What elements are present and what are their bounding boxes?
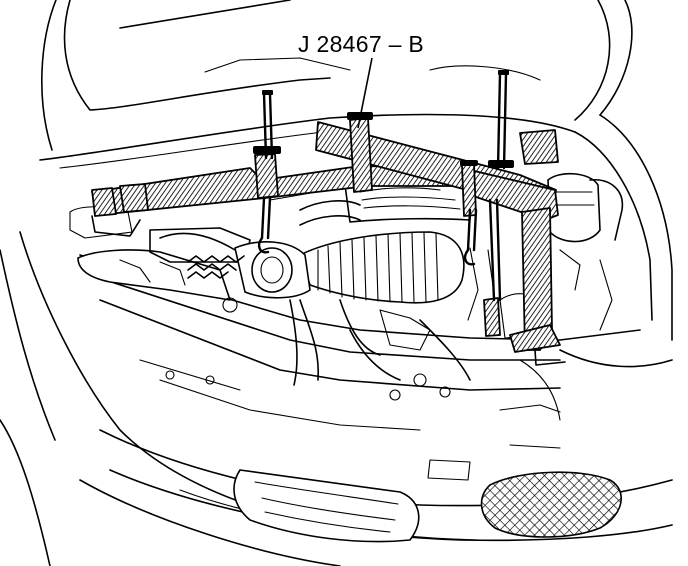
tool-callout: J 28467 – B: [298, 31, 424, 129]
engine-support-fixture: [91, 70, 566, 366]
tool-number-label: J 28467 – B: [298, 31, 424, 57]
callout-leader-line: [357, 57, 373, 129]
vehicle-body: [0, 0, 673, 566]
